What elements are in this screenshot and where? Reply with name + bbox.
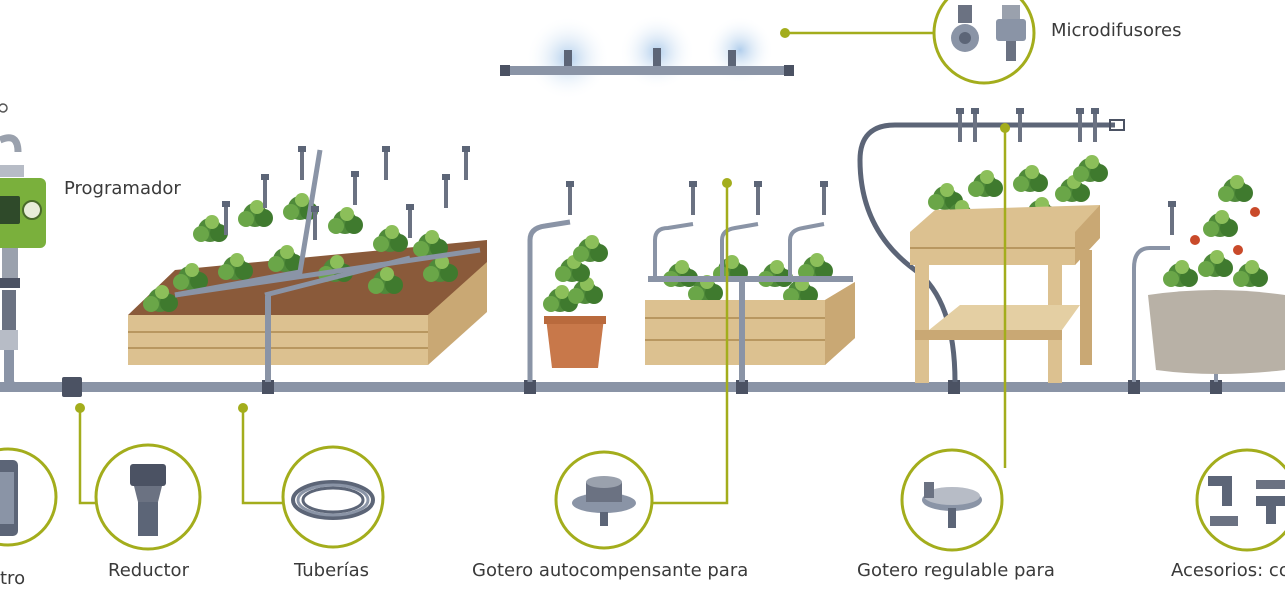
grow-bag-tomato	[1132, 175, 1285, 382]
filter-icon	[0, 447, 58, 547]
label-gotero-autocompensante: Gotero autocompensante para	[472, 560, 749, 581]
label-gotero-regulable: Gotero regulable para	[857, 560, 1055, 581]
tubing-coil-icon	[281, 445, 385, 549]
reducer-icon	[94, 443, 202, 551]
pressure-compensating-dripper-icon	[554, 450, 654, 550]
label-reductor: Reductor	[108, 560, 189, 581]
callout-lines	[78, 31, 1007, 505]
adjustable-dripper-icon	[900, 448, 1004, 552]
label-microdifusores: Microdifusores	[1051, 20, 1182, 41]
potted-plant	[527, 181, 608, 382]
label-programador: Programador	[64, 178, 181, 199]
planter-lettuces	[645, 181, 855, 382]
label-tuberias: Tuberías	[294, 560, 369, 581]
table-planter	[857, 108, 1125, 383]
fittings-icon	[1195, 448, 1285, 552]
reducer-fitting	[62, 377, 82, 397]
microdiffuser-icon	[932, 0, 1036, 85]
label-accesorios: Acesorios: co	[1171, 560, 1285, 581]
microdiffuser-line	[500, 14, 794, 100]
raised-bed-vegetables	[128, 146, 487, 382]
main-pipe	[0, 377, 1285, 397]
label-filtro: tro	[0, 568, 26, 589]
timer-device-icon	[0, 103, 46, 392]
